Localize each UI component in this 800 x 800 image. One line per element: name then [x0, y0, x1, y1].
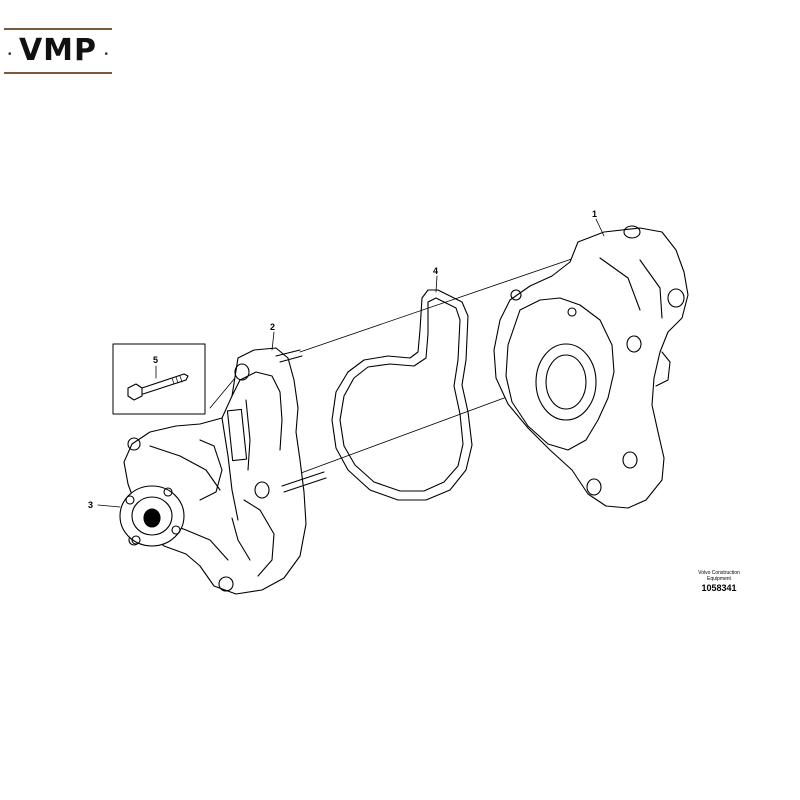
pump-body — [123, 347, 327, 595]
flange-screw — [127, 373, 189, 401]
drawing-number: 1058341 — [701, 583, 737, 593]
logo-top-rule — [4, 28, 112, 30]
credit-line-2: Equipment — [707, 576, 731, 582]
callout-3: 3 — [88, 500, 93, 510]
screw-inset-box — [112, 343, 206, 415]
callout-leaders — [155, 218, 605, 379]
callout-2: 2 — [270, 322, 275, 332]
callout-labels: 1 2 3 4 5 — [88, 209, 597, 510]
cover-plate — [493, 225, 689, 509]
logo-dot-left: • — [8, 49, 12, 60]
callout-1: 1 — [592, 209, 597, 219]
logo-text: VMP — [18, 33, 98, 68]
gasket — [331, 289, 473, 501]
vmp-logo: • VMP • — [4, 28, 112, 74]
credit-line-1: Volvo Construction — [698, 570, 740, 576]
logo-dot-right: • — [104, 49, 108, 60]
logo-bottom-rule — [4, 72, 112, 74]
callout-5: 5 — [153, 355, 158, 365]
pump-hub — [97, 485, 185, 547]
drawing-credit: Volvo Construction Equipment 1058341 — [684, 570, 754, 593]
callout-4: 4 — [433, 266, 438, 276]
